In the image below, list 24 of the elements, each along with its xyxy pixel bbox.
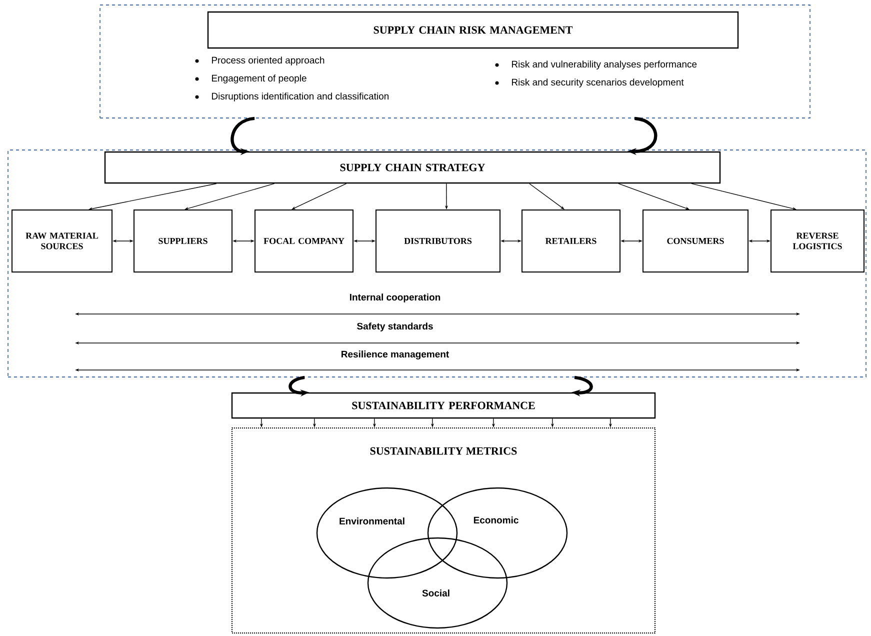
dashed-frame	[8, 150, 866, 378]
heading-box: SUPPLY CHAIN STRATEGY	[104, 151, 721, 184]
process-box: CONSUMERS	[642, 210, 748, 272]
metrics-heading: SUSTAINABILITY METRICS	[370, 447, 517, 455]
bullet-item: Disruptions identification and classification	[212, 92, 388, 102]
bullet-item: Risk and vulnerability analyses performance	[512, 60, 697, 70]
line-label: Resilience management	[342, 350, 449, 360]
line-label: Internal cooperation	[350, 294, 440, 302]
bullet-item: Engagement of people	[212, 74, 306, 84]
heading-box: SUSTAINABILITY PERFORMANCE	[231, 392, 656, 419]
circle-label: Environmental	[340, 518, 404, 524]
line-label: Safety standards	[357, 322, 433, 332]
arrow	[529, 183, 564, 210]
circle-label: Social	[422, 590, 450, 596]
process-box: REVERSE LOGISTICS	[770, 210, 864, 272]
process-box: RETAILERS	[522, 210, 620, 272]
process-box: FOCAL COMPANY	[254, 210, 354, 272]
process-box: RAW MATERIAL SOURCES	[12, 210, 112, 272]
bullet-item: Process oriented approach	[212, 56, 324, 66]
circle-label: Economic	[474, 516, 518, 524]
process-box: SUPPLIERS	[134, 210, 232, 272]
process-box: DISTRIBUTORS	[376, 210, 500, 272]
bullet-item: Risk and security scenarios development	[512, 78, 684, 88]
heading-box: SUPPLY CHAIN RISK MANAGEMENT	[207, 11, 739, 49]
